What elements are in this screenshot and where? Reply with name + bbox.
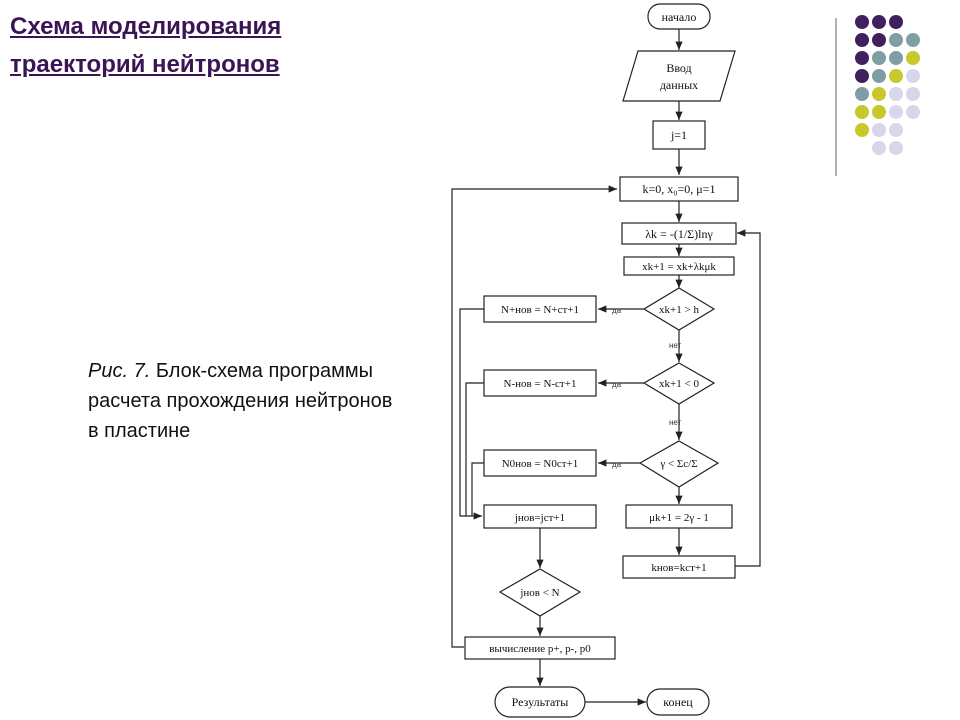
node-compute-label: вычисление p+, p-, p0 [489, 643, 591, 655]
node-results-label: Результаты [512, 695, 569, 709]
node-mu-next: μk+1 = 2γ - 1 [625, 504, 733, 529]
node-end: конец [646, 688, 710, 716]
decorative-dot [906, 51, 920, 65]
connectors [451, 29, 761, 706]
decision-cond3: γ < Σc/Σ [638, 440, 720, 488]
decorative-dot [855, 87, 869, 101]
node-results: Результаты [494, 686, 586, 718]
decision-cond1: xk+1 > h [642, 287, 716, 331]
node-n-plus: N+нов = N+ст+1 [483, 295, 597, 323]
figure-caption: Рис. 7. Блок-схема программы расчета про… [88, 356, 408, 446]
node-k-init: k=0, x₀=0, μ=1 [619, 176, 739, 202]
node-n-plus-label: N+нов = N+ст+1 [501, 304, 579, 316]
decorative-dot [872, 87, 886, 101]
node-k-next-label: kнов=kст+1 [651, 562, 706, 574]
decision-cond2: xk+1 < 0 [642, 362, 716, 405]
label-yes-3: да [612, 460, 622, 469]
node-n-minus: N-нов = N-ст+1 [483, 369, 597, 397]
label-yes-2: да [612, 380, 622, 389]
node-input-label-1: Ввод [666, 61, 691, 75]
slide-title: Схема моделирования траекторий нейтронов [10, 13, 282, 78]
decorative-dot [889, 87, 903, 101]
figure-number: Рис. 7. [88, 360, 151, 382]
node-j-next: jнов=jст+1 [483, 504, 597, 529]
node-j-init: j=1 [652, 120, 706, 150]
decision-cond-j-label: jнов < N [519, 587, 559, 599]
decorative-dot [872, 105, 886, 119]
decorative-dot [855, 123, 869, 137]
decision-cond-j: jнов < N [498, 568, 582, 617]
node-lambda-label: λk = -(1/Σ)lnγ [645, 227, 713, 241]
node-input-label-2: данных [660, 78, 698, 92]
decorative-dot [889, 69, 903, 83]
node-mu-next-label: μk+1 = 2γ - 1 [649, 512, 709, 524]
node-j-next-label: jнов=jст+1 [514, 512, 565, 524]
decorative-dot [889, 33, 903, 47]
node-n-zero: N0нов = N0ст+1 [483, 449, 597, 477]
decorative-dot [906, 69, 920, 83]
node-j-init-label: j=1 [670, 128, 687, 142]
decorative-dot [906, 105, 920, 119]
decorative-dot [872, 33, 886, 47]
node-start: начало [647, 3, 711, 30]
node-end-label: конец [663, 695, 693, 709]
label-no-2: нет [669, 418, 682, 427]
decorative-dot [872, 69, 886, 83]
decorative-dot [855, 33, 869, 47]
decision-cond2-label: xk+1 < 0 [659, 378, 699, 390]
decorative-dot [855, 105, 869, 119]
label-yes-1: да [612, 306, 622, 315]
decorative-dot [889, 123, 903, 137]
node-start-label: начало [662, 10, 697, 24]
decorative-dot [889, 51, 903, 65]
decorative-dot [872, 51, 886, 65]
decorative-dot [855, 69, 869, 83]
figure-caption-text: Блок-схема программы расчета прохождения… [88, 360, 393, 442]
decorative-dot [889, 141, 903, 155]
node-n-zero-label: N0нов = N0ст+1 [502, 458, 579, 470]
node-input: Ввод данных [622, 50, 736, 102]
decorative-dot [872, 141, 886, 155]
decorative-dot [855, 51, 869, 65]
decorative-dot [906, 87, 920, 101]
decorative-dot [906, 33, 920, 47]
decorative-dot [872, 15, 886, 29]
decorative-dot [855, 15, 869, 29]
decorative-dot [872, 123, 886, 137]
decision-cond1-label: xk+1 > h [659, 304, 699, 316]
decision-cond3-label: γ < Σc/Σ [659, 458, 697, 470]
node-n-minus-label: N-нов = N-ст+1 [504, 378, 577, 390]
node-compute: вычисление p+, p-, p0 [464, 636, 616, 660]
decorative-dot [889, 15, 903, 29]
label-no-1: нет [669, 341, 682, 350]
node-lambda: λk = -(1/Σ)lnγ [621, 222, 737, 245]
node-x-next-label: xk+1 = xk+λkμk [642, 261, 716, 273]
decorative-dot [889, 105, 903, 119]
node-k-init-label: k=0, x₀=0, μ=1 [643, 182, 716, 196]
node-k-next: kнов=kст+1 [622, 555, 736, 579]
node-x-next: xk+1 = xk+λkμk [623, 256, 735, 276]
